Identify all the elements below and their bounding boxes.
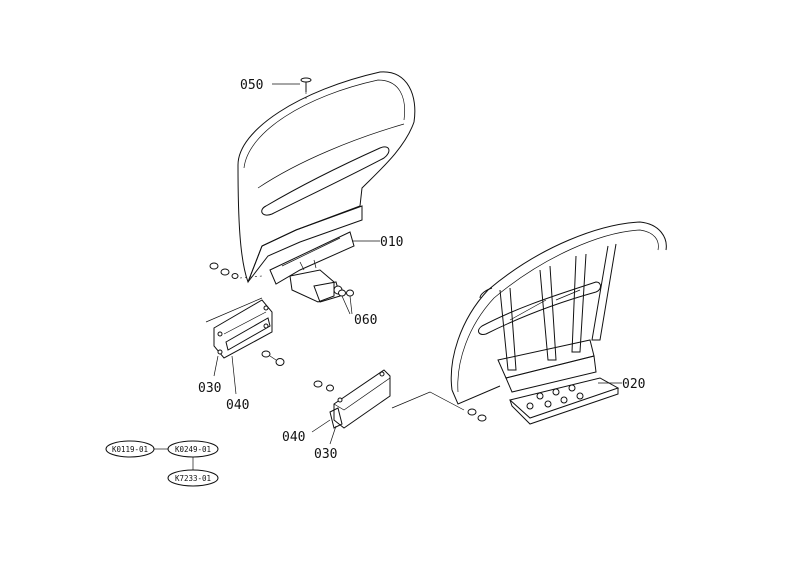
callout-050: 050 [240, 78, 263, 93]
callout-030-left: 030 [198, 381, 221, 396]
nut-icon [338, 289, 354, 297]
bolt-icon [313, 380, 334, 392]
callout-040-right: 040 [282, 430, 305, 445]
bolt-icon [300, 77, 312, 100]
ref-code-2: K0249-01 [175, 445, 211, 454]
left-fender-010 [209, 71, 416, 303]
right-lamp-plate [329, 369, 391, 429]
ref-code-1: K0119-01 [112, 445, 148, 454]
callout-020: 020 [622, 377, 645, 392]
nut-icon [467, 408, 487, 422]
reference-codes: K0119-01 K0249-01 K7233-01 [105, 440, 219, 487]
right-fender-020 [450, 221, 667, 425]
callout-010: 010 [380, 235, 403, 250]
ref-code-3: K7233-01 [175, 474, 211, 483]
bolt-icon [261, 350, 285, 366]
callout-040-left: 040 [226, 398, 249, 413]
left-lamp-plate [205, 297, 273, 359]
washer-icon [209, 262, 239, 279]
ref-oval-3 [167, 469, 219, 487]
callout-060: 060 [354, 313, 377, 328]
callout-030-right: 030 [314, 447, 337, 462]
